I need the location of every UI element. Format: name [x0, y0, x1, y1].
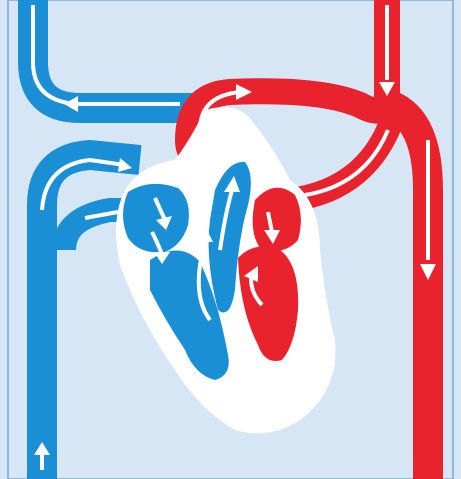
- left-atrium: [253, 188, 301, 252]
